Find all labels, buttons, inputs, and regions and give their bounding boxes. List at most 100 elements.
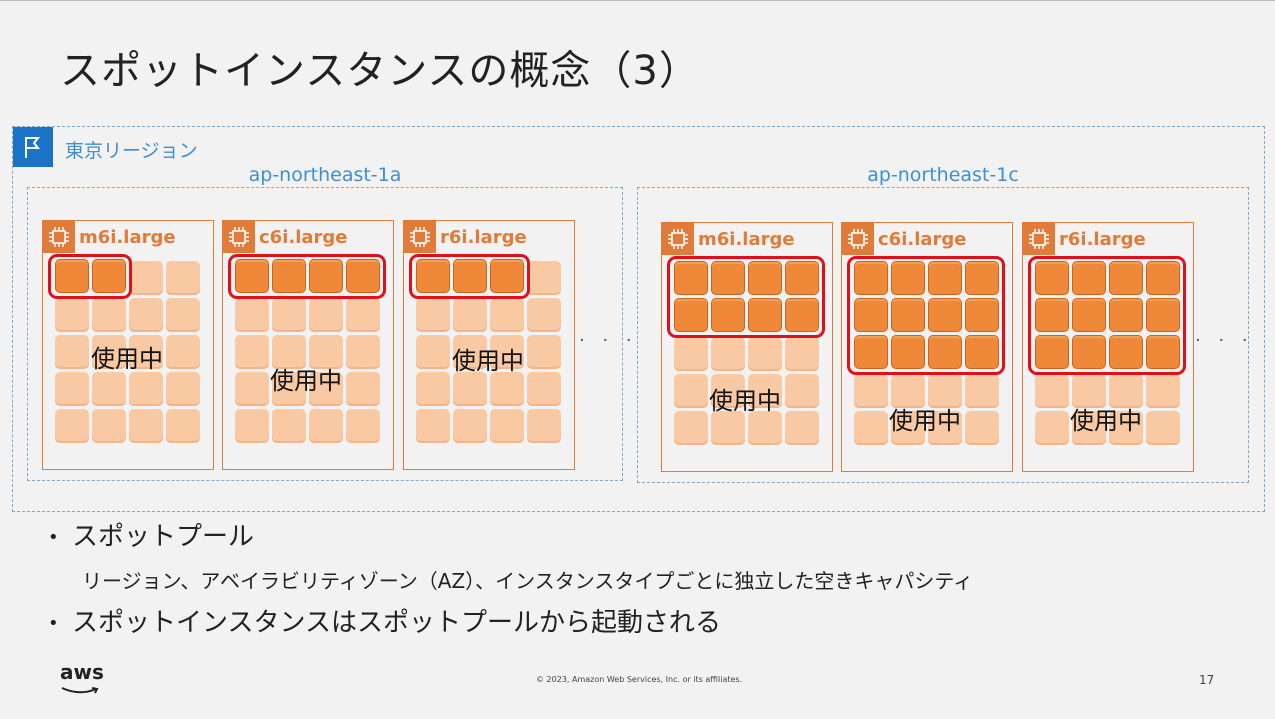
capacity-slot-used bbox=[346, 259, 380, 293]
capacity-slot-free bbox=[55, 409, 89, 443]
capacity-slot-free bbox=[129, 335, 163, 369]
capacity-slot-free bbox=[453, 372, 487, 406]
more-instances-dots: · · · bbox=[1195, 330, 1254, 351]
capacity-slot-free bbox=[527, 261, 561, 295]
capacity-slot-used bbox=[965, 298, 999, 332]
capacity-slot-free bbox=[490, 335, 524, 369]
az-1c: ap-northeast-1c bbox=[637, 164, 1249, 483]
capacity-slot-free bbox=[272, 335, 306, 369]
bullet-text: スポットインスタンスはスポットプールから起動される bbox=[72, 608, 721, 638]
capacity-slot-used bbox=[711, 298, 745, 332]
instance-type-label: c6i.large bbox=[259, 227, 348, 248]
capacity-slot-free bbox=[129, 372, 163, 406]
instance-type-label: c6i.large bbox=[878, 229, 967, 250]
capacity-slot-free bbox=[674, 337, 708, 371]
capacity-slot-free bbox=[711, 374, 745, 408]
capacity-slot-free bbox=[166, 335, 200, 369]
capacity-slot-free bbox=[785, 337, 819, 371]
capacity-slot-free bbox=[527, 409, 561, 443]
capacity-slot-used bbox=[1035, 298, 1069, 332]
slide-title: スポットインスタンスの概念（3） bbox=[60, 48, 700, 94]
capacity-slot-used bbox=[1146, 298, 1180, 332]
capacity-slot-used bbox=[748, 298, 782, 332]
instance-type-label: m6i.large bbox=[79, 227, 176, 248]
capacity-slot-free bbox=[453, 335, 487, 369]
spot-capacity-highlight bbox=[48, 254, 132, 299]
capacity-slot-free bbox=[309, 335, 343, 369]
capacity-slot-free bbox=[92, 335, 126, 369]
capacity-slot-free bbox=[235, 409, 269, 443]
capacity-slot-free bbox=[928, 374, 962, 408]
az-label: ap-northeast-1c bbox=[867, 164, 1019, 186]
capacity-slot-free bbox=[1035, 411, 1069, 445]
flag-icon bbox=[13, 127, 53, 167]
capacity-slot-free bbox=[92, 372, 126, 406]
capacity-slot-used bbox=[891, 298, 925, 332]
capacity-slot-free bbox=[272, 409, 306, 443]
az-1a: ap-northeast-1a bbox=[27, 164, 623, 481]
capacity-slot-free bbox=[891, 411, 925, 445]
capacity-slot-used bbox=[1035, 261, 1069, 295]
capacity-slot-free bbox=[129, 298, 163, 332]
capacity-slot-free bbox=[785, 411, 819, 445]
capacity-slot-free bbox=[309, 409, 343, 443]
capacity-slot-used bbox=[854, 261, 888, 295]
capacity-slot-free bbox=[965, 374, 999, 408]
chip-icon bbox=[842, 223, 874, 255]
capacity-slot-free bbox=[711, 337, 745, 371]
capacity-slot-free bbox=[166, 372, 200, 406]
capacity-slot-free bbox=[129, 409, 163, 443]
region-label: 東京リージョン bbox=[65, 140, 198, 162]
capacity-slot-free bbox=[129, 261, 163, 295]
capacity-slot-free bbox=[965, 411, 999, 445]
capacity-slot-used bbox=[490, 259, 524, 293]
chip-icon bbox=[223, 221, 255, 253]
capacity-slot-used bbox=[785, 261, 819, 295]
capacity-slot-free bbox=[416, 372, 450, 406]
capacity-slot-used bbox=[785, 298, 819, 332]
in-use-label: 使用中 bbox=[452, 347, 524, 375]
capacity-slot-free bbox=[854, 411, 888, 445]
capacity-slot-used bbox=[416, 259, 450, 293]
capacity-slot-free bbox=[854, 374, 888, 408]
capacity-slot-used bbox=[965, 335, 999, 369]
capacity-slot-free bbox=[490, 298, 524, 332]
capacity-slot-used bbox=[891, 335, 925, 369]
in-use-label: 使用中 bbox=[1070, 407, 1142, 435]
capacity-slot-free bbox=[527, 298, 561, 332]
capacity-slot-free bbox=[453, 409, 487, 443]
capacity-slot-used bbox=[928, 298, 962, 332]
instance-card-c6i-large: c6i.large 使用中 bbox=[841, 222, 1013, 472]
capacity-slot-free bbox=[748, 374, 782, 408]
capacity-slot-free bbox=[235, 298, 269, 332]
capacity-slot-free bbox=[711, 411, 745, 445]
capacity-slot-used bbox=[55, 259, 89, 293]
capacity-slot-free bbox=[92, 298, 126, 332]
capacity-slot-free bbox=[166, 409, 200, 443]
in-use-label: 使用中 bbox=[91, 345, 163, 373]
in-use-label: 使用中 bbox=[709, 387, 781, 415]
in-use-label: 使用中 bbox=[889, 407, 961, 435]
page-number: 17 bbox=[1199, 673, 1215, 687]
capacity-slot-free bbox=[748, 337, 782, 371]
capacity-slot-free bbox=[166, 298, 200, 332]
capacity-slot-free bbox=[92, 409, 126, 443]
capacity-slot-free bbox=[309, 372, 343, 406]
capacity-slot-used bbox=[891, 261, 925, 295]
capacity-slot-free bbox=[272, 298, 306, 332]
capacity-slot-free bbox=[416, 298, 450, 332]
spot-capacity-highlight bbox=[1028, 256, 1186, 375]
copyright-footer: © 2023, Amazon Web Services, Inc. or its… bbox=[536, 675, 743, 684]
capacity-slot-free bbox=[1072, 374, 1106, 408]
capacity-slot-free bbox=[785, 374, 819, 408]
bullet-text: スポットプール bbox=[72, 522, 255, 552]
capacity-slot-used bbox=[1072, 261, 1106, 295]
capacity-slot-free bbox=[674, 374, 708, 408]
chip-icon bbox=[662, 223, 694, 255]
capacity-slot-used bbox=[235, 259, 269, 293]
capacity-slot-used bbox=[272, 259, 306, 293]
capacity-slot-free bbox=[527, 372, 561, 406]
spot-capacity-highlight bbox=[228, 254, 386, 299]
